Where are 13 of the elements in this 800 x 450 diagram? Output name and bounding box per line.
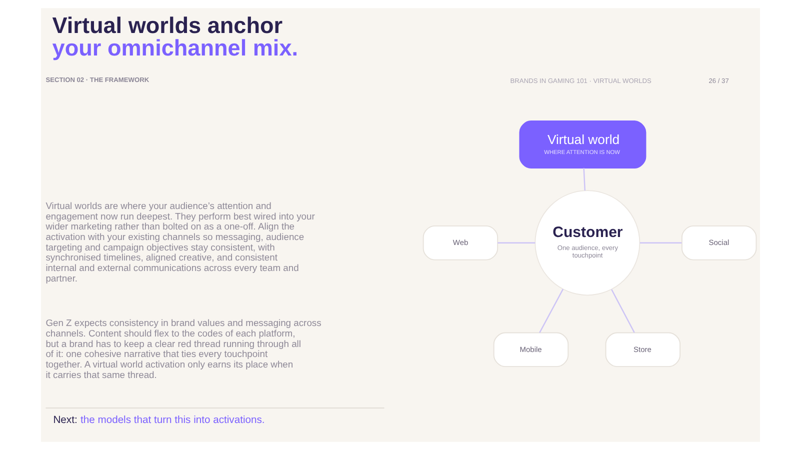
connector <box>497 242 535 244</box>
node-box: Store <box>604 332 680 368</box>
label: Virtual worlds are where your audience’s attention and engagement now run deepest. They perform best wired into your wider marketing rather than bolted on as a one-off. Align the activation with your existing channels so messaging, audience targeting and campaign objectives stay consistent, with synchronised timelines, aligned creative, and consistent internal and external communications across every team and partner. <box>45 200 314 284</box>
node-box: Social <box>680 225 756 260</box>
connector <box>610 289 634 333</box>
label: Next: the models that turn this into activations. <box>52 414 264 426</box>
diagram-title: Virtual worlds anchor your omnichannel mix. <box>52 12 298 60</box>
node-box: Mobile <box>492 332 568 368</box>
connector <box>639 242 682 244</box>
connector <box>538 288 564 333</box>
node-box: Web <box>422 225 498 260</box>
label: Gen Z expects consistency in brand values and messaging across channels. Content should flex to the codes of each platform, but a brand has to keep a clear red thread running through all of it: one cohesive narrative that ties every touchpoint together. A virtual world activation only earns its place when it carries that same thread. <box>45 317 321 380</box>
connector <box>582 168 586 191</box>
